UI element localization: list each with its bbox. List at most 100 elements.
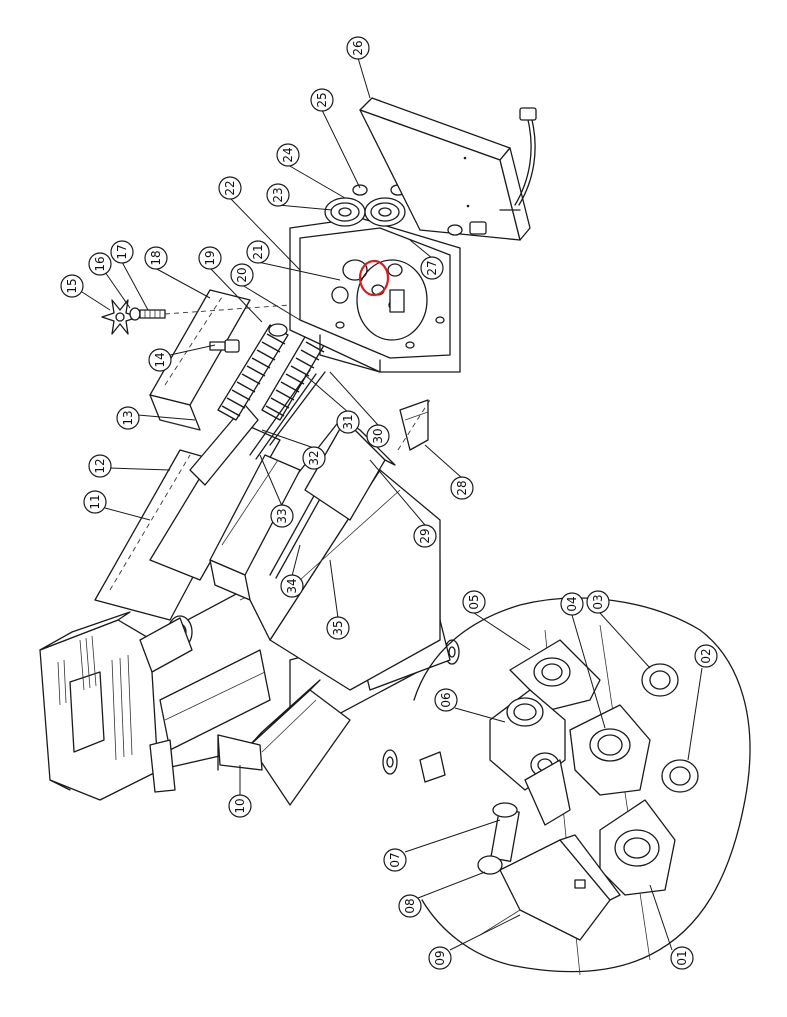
callout-circle: [270, 504, 294, 528]
callout-29: 29: [413, 524, 437, 548]
callout-circle: [218, 176, 242, 200]
callout-circle: [336, 410, 360, 434]
callout-number: 24: [281, 147, 295, 162]
caster-wheel: [382, 749, 398, 775]
callout-number: 27: [425, 260, 439, 275]
callout-number: 12: [93, 458, 107, 473]
callout-14: 14: [148, 348, 172, 372]
callout-16: 16: [88, 252, 112, 276]
callout-circle: [276, 143, 300, 167]
callout-04: 04: [560, 592, 584, 616]
callout-27: 27: [420, 256, 444, 280]
callout-number: 17: [115, 244, 129, 259]
ribbed-roller-upper: [217, 323, 289, 421]
callout-number: 10: [233, 798, 247, 813]
top-cover-plates: [94, 404, 301, 621]
callout-23: 23: [266, 183, 290, 207]
highlighted-part-marker: [358, 259, 390, 297]
callout-number: 14: [153, 352, 167, 367]
callout-circle: [560, 592, 584, 616]
callout-circle: [83, 490, 107, 514]
callout-circle: [310, 88, 334, 112]
callout-number: 28: [455, 480, 469, 495]
callout-02: 02: [694, 644, 718, 668]
callout-24: 24: [276, 143, 300, 167]
callout-number: 23: [271, 187, 285, 202]
callout-circle: [148, 348, 172, 372]
star-knob: [101, 299, 139, 335]
callout-circle: [694, 644, 718, 668]
housing-lid: [149, 289, 251, 431]
callout-circle: [144, 246, 168, 270]
callout-05: 05: [462, 590, 486, 614]
callout-26: 26: [346, 36, 370, 60]
callout-circle: [88, 454, 112, 478]
callout-number: 03: [591, 594, 605, 609]
callout-circle: [462, 590, 486, 614]
callout-circle: [228, 794, 252, 818]
callout-circle: [280, 574, 304, 598]
callout-number: 21: [251, 244, 265, 259]
callout-number: 33: [275, 508, 289, 523]
callout-number: 11: [88, 494, 102, 509]
callout-13: 13: [116, 406, 140, 430]
callout-31: 31: [336, 410, 360, 434]
callout-number: 02: [699, 648, 713, 663]
callout-01: 01: [670, 946, 694, 970]
callout-circle: [88, 252, 112, 276]
callout-number: 26: [351, 40, 365, 55]
callout-circle: [110, 240, 134, 264]
control-box: [359, 97, 537, 241]
callout-circle: [450, 476, 474, 500]
callout-11: 11: [83, 490, 107, 514]
callout-number: 08: [403, 898, 417, 913]
callout-12: 12: [88, 454, 112, 478]
callout-21: 21: [246, 240, 270, 264]
callout-32: 32: [302, 446, 326, 470]
callout-circle: [230, 263, 254, 287]
callout-circle: [383, 848, 407, 872]
callout-15: 15: [60, 274, 84, 298]
callout-circle: [326, 616, 350, 640]
callout-number: 01: [675, 950, 689, 965]
callout-circle: [434, 688, 458, 712]
callout-08: 08: [398, 894, 422, 918]
callout-circle: [398, 894, 422, 918]
callout-07: 07: [383, 848, 407, 872]
callout-09: 09: [428, 946, 452, 970]
callout-circle: [670, 946, 694, 970]
callout-circle: [60, 274, 84, 298]
callout-circle: [346, 36, 370, 60]
callout-number: 15: [65, 278, 79, 293]
callout-circle: [246, 240, 270, 264]
callout-number: 34: [285, 578, 299, 593]
callout-labels: [81, 57, 703, 951]
callout-number: 31: [341, 414, 355, 429]
callout-circle: [586, 590, 610, 614]
locating-pin: [209, 339, 240, 353]
callout-number: 04: [565, 596, 579, 611]
callout-28: 28: [450, 476, 474, 500]
callout-03: 03: [586, 590, 610, 614]
callout-circle: [428, 946, 452, 970]
callout-number: 30: [371, 428, 385, 443]
callout-number: 20: [235, 267, 249, 282]
callout-number: 05: [467, 594, 481, 609]
pulley-right: [364, 197, 406, 227]
callout-number: 32: [307, 450, 321, 465]
callout-10: 10: [228, 794, 252, 818]
callout-number: 06: [439, 692, 453, 707]
callout-35: 35: [326, 616, 350, 640]
callout-circle: [366, 424, 390, 448]
callout-circle: [198, 246, 222, 270]
callout-19: 19: [198, 246, 222, 270]
callout-25: 25: [310, 88, 334, 112]
callout-number: 16: [93, 256, 107, 271]
callout-22: 22: [218, 176, 242, 200]
callout-number: 25: [315, 92, 329, 107]
callout-34: 34: [280, 574, 304, 598]
callout-number: 19: [203, 250, 217, 265]
detail-inset: [413, 597, 751, 976]
callout-number: 09: [433, 950, 447, 965]
